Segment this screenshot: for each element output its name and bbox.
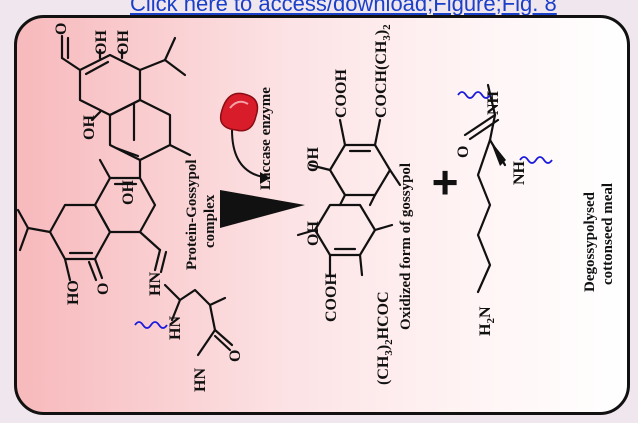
atom-cooh-top: COOH [333, 69, 350, 118]
plus-sign: + [432, 156, 459, 208]
figure-frame [14, 15, 630, 415]
atom-h2n: H2N [477, 306, 497, 336]
free-lysine-structure [463, 83, 507, 294]
atom-oh-2: OH [115, 30, 132, 55]
atom-hn-terminal: HN [192, 368, 209, 392]
atom-coch-group: COCH(CH3)2 [373, 24, 393, 118]
reaction-arrow [220, 190, 305, 228]
left-caption-line-1: Protein-Gossypol [184, 159, 200, 270]
wavy-bond-group [134, 91, 553, 329]
atom-oh-4: OH [120, 180, 137, 205]
atom-oh-3: OH [81, 115, 98, 140]
wavy-bond-right-top [457, 91, 491, 99]
oxidized-gossypol-caption: Oxidized form of gossypol [398, 163, 414, 330]
left-caption-line-2: complex [202, 194, 218, 248]
lower-naphthalene-ring [16, 158, 168, 282]
atom-oh-mid-1: OH [305, 147, 322, 172]
lysine-linker [163, 283, 234, 357]
atom-o-aldehyde: O [53, 23, 70, 35]
laccase-highlight [229, 100, 249, 109]
upper-naphthalene-ring [60, 34, 192, 162]
atom-oh-mid-2: OH [305, 221, 322, 246]
atom-hn-imine: HN [147, 272, 164, 296]
enzyme-arrowhead [260, 172, 270, 184]
atom-o-ketone: O [95, 283, 112, 295]
atom-nh-upper: NH [485, 90, 502, 115]
atom-hn-amide: HN [167, 316, 184, 340]
atom-oh-1: OH [93, 30, 110, 55]
atom-hcoc-group: (CH3)2HCOC [375, 291, 395, 385]
wedge-bond [490, 140, 506, 166]
enzyme-label: Laccase enzyme [258, 87, 274, 190]
right-caption-line-2: cottonseed meal [600, 183, 616, 285]
atom-cooh-bottom: COOH [323, 273, 340, 322]
wavy-bond-left [134, 321, 168, 329]
wavy-bond-right-bottom [519, 156, 553, 164]
atom-o-right: O [455, 146, 472, 158]
atom-o-carbonyl: O [227, 350, 244, 362]
laccase-enzyme-icon [219, 92, 259, 132]
oxidized-gossypol-structure [296, 118, 402, 277]
right-caption-line-1: Degossypolysed [582, 191, 598, 292]
download-link[interactable]: Click here to access/download;Figure;Fig… [130, 0, 557, 16]
atom-ho: HO [65, 280, 82, 305]
atom-nh-lower: NH [511, 160, 528, 185]
